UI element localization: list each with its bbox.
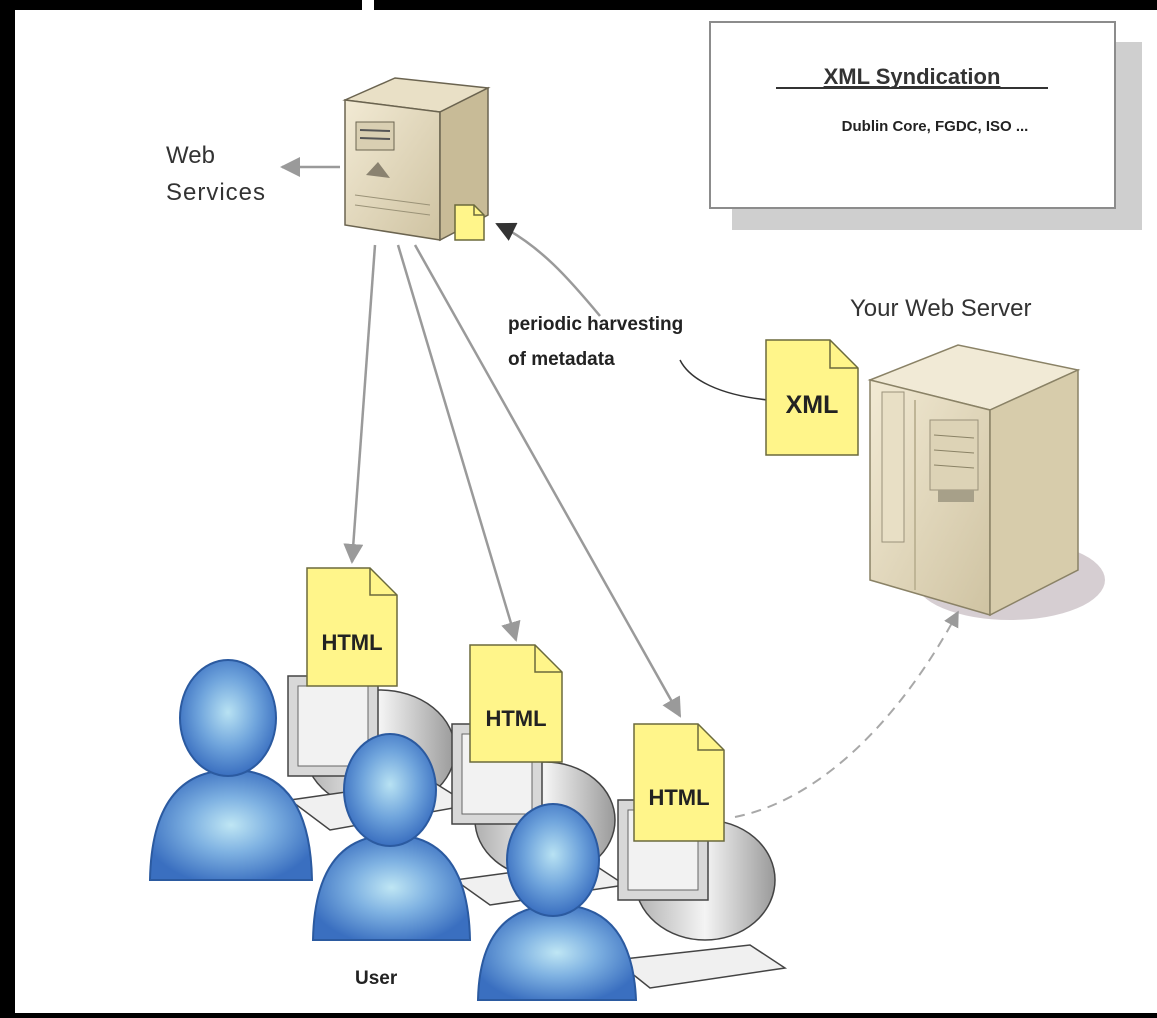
request-dashed-arrow-icon bbox=[734, 610, 959, 818]
syndication-box: XML Syndication Dublin Core, FGDC, ISO .… bbox=[709, 21, 1142, 230]
html-doc-1-label: HTML bbox=[321, 630, 382, 655]
xml-document-icon: XML bbox=[765, 339, 859, 456]
harvest-arrow: periodic harvesting of metadata bbox=[495, 222, 769, 401]
user-3-icon bbox=[476, 803, 638, 1001]
frame-notch bbox=[362, 0, 374, 12]
web-services-line1: Web bbox=[166, 142, 215, 169]
html-document-2-icon: HTML bbox=[469, 644, 563, 763]
your-web-server-label: Your Web Server bbox=[850, 295, 1031, 322]
delivery-arrow-2-icon bbox=[396, 244, 521, 642]
syndication-formats: Dublin Core, FGDC, ISO ... bbox=[842, 118, 1029, 135]
html-doc-2-label: HTML bbox=[485, 706, 546, 731]
html-doc-3-label: HTML bbox=[648, 785, 709, 810]
syndication-title: XML Syndication bbox=[824, 64, 1001, 89]
delivery-arrow-3-icon bbox=[413, 244, 682, 718]
your-web-server-icon bbox=[867, 344, 1105, 620]
harvested-document-icon bbox=[454, 204, 485, 241]
user-2-icon bbox=[311, 733, 472, 941]
delivery-arrow-1-icon bbox=[343, 244, 377, 564]
user-1-icon bbox=[148, 659, 314, 881]
central-server-icon bbox=[342, 77, 491, 242]
harvest-label-line1: periodic harvesting bbox=[508, 314, 683, 335]
xml-doc-label: XML bbox=[786, 391, 839, 419]
harvest-label-line2: of metadata bbox=[508, 349, 615, 370]
web-services: Web Services bbox=[166, 142, 340, 206]
user-label: User bbox=[355, 968, 398, 989]
html-document-3-icon: HTML bbox=[633, 723, 725, 842]
html-document-1-icon: HTML bbox=[306, 567, 398, 687]
web-services-line2: Services bbox=[166, 179, 266, 206]
